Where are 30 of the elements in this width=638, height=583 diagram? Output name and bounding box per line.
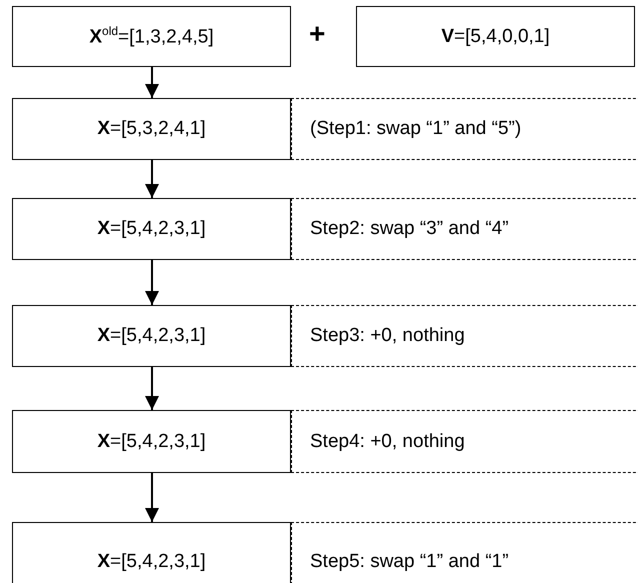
node-text: X=[5,4,2,3,1] xyxy=(97,218,206,240)
process-box xyxy=(12,6,291,67)
arrow xyxy=(145,160,159,198)
arrow xyxy=(145,67,159,98)
process-box xyxy=(12,305,291,367)
process-box xyxy=(12,522,291,583)
node-text: X$^{old}$=[1,3,2,4,5] xyxy=(89,24,214,49)
node-text: X=[5,3,2,4,1] xyxy=(97,118,206,140)
node-text: X=[5,4,2,3,1] xyxy=(97,430,206,452)
note-box xyxy=(291,98,638,160)
node-text: X=[5,4,2,3,1] xyxy=(97,325,206,347)
node-text: Step3: +0, nothing xyxy=(310,325,465,347)
node-text: X=[5,4,2,3,1] xyxy=(97,550,206,572)
note-box xyxy=(291,522,638,583)
process-box xyxy=(12,98,291,160)
arrow xyxy=(145,473,159,522)
plus-sign: + xyxy=(309,18,326,50)
node-text: Step4: +0, nothing xyxy=(310,430,465,452)
arrow xyxy=(145,260,159,305)
node-text: (Step1: swap “1” and “5”) xyxy=(310,118,522,140)
node-text: Step2: swap “3” and “4” xyxy=(310,218,509,240)
node-text: Step5: swap “1” and “1” xyxy=(310,550,509,572)
note-box xyxy=(291,198,638,260)
node-text: V=[5,4,0,0,1] xyxy=(441,26,550,48)
process-box xyxy=(12,198,291,260)
note-box xyxy=(291,410,638,473)
note-box xyxy=(291,305,638,367)
process-box xyxy=(356,6,635,67)
process-box xyxy=(12,410,291,473)
arrow xyxy=(145,367,159,410)
